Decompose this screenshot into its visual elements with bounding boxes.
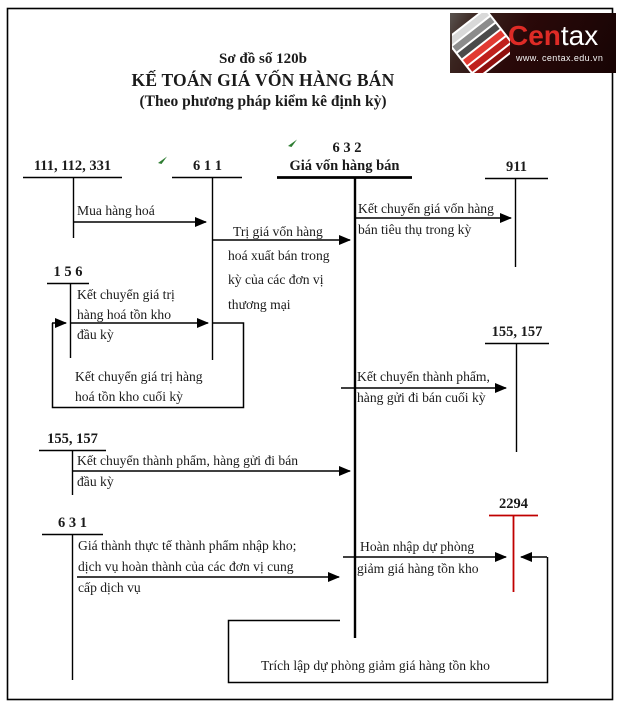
flow-label-ton-kho-cuoi-ky-1: Kết chuyển giá trị hàng — [75, 369, 203, 384]
diagram-main-title: KẾ TOÁN GIÁ VỐN HÀNG BÁN — [131, 70, 395, 90]
centax-logo-wordmark: Centax — [508, 21, 598, 51]
flow-label-mua-hang-hoa: Mua hàng hoá — [77, 203, 155, 218]
logo-stripe — [473, 43, 510, 73]
green-proofing-mark-icon — [288, 139, 297, 147]
logo-text-tax: tax — [560, 20, 599, 51]
flow-label-gia-thanh-3: cấp dịch vụ — [78, 580, 141, 595]
loop-ton-kho-cuoi-ky — [51, 322, 245, 409]
account-label-155-157-right: 155, 157 — [491, 324, 543, 340]
account-label-2294: 2294 — [499, 496, 528, 512]
flow-label-kc-gia-von-2: bán tiêu thụ trong kỳ — [358, 222, 472, 237]
flow-label-thanh-pham-dau-ky-2: đầu kỳ — [77, 474, 114, 489]
flow-label-ton-kho-dau-ky-1: Kết chuyển giá trị — [77, 287, 175, 302]
account-label-632-number: 6 3 2 — [332, 140, 362, 156]
account-label-155-157-left: 155, 157 — [47, 431, 98, 447]
account-label-632-name: Giá vốn hàng bán — [289, 158, 400, 174]
logo-mark-backdrop — [452, 13, 510, 73]
flow-label-gia-thanh-2: dịch vụ hoàn thành của các đơn vị cung — [78, 559, 294, 574]
flow-label-tri-gia-von-1: Trị giá vốn hàng — [233, 224, 323, 239]
flow-label-ton-kho-cuoi-ky-2: hoá tồn kho cuối kỳ — [75, 389, 183, 404]
account-label-611: 6 1 1 — [193, 158, 222, 174]
flow-label-thanh-pham-dau-ky-1: Kết chuyển thành phẩm, hàng gửi đi bán — [77, 453, 299, 468]
account-label-156: 1 5 6 — [53, 264, 83, 280]
diagram-subtitle: (Theo phương pháp kiểm kê định kỳ) — [139, 93, 387, 110]
logo-text-cen: Cen — [508, 20, 561, 51]
flow-label-thanh-pham-cuoi-ky-2: hàng gửi đi bán cuối kỳ — [357, 390, 486, 405]
flow-label-thanh-pham-cuoi-ky-1: Kết chuyển thành phẩm, — [357, 369, 490, 384]
flow-label-trich-lap: Trích lập dự phòng giảm giá hàng tồn kho — [261, 658, 490, 673]
diagram-number-title: Sơ đồ số 120b — [219, 51, 307, 67]
page-border — [6, 7, 614, 701]
flow-label-hoan-nhap-2: giảm giá hàng tồn kho — [357, 561, 479, 576]
flow-label-ton-kho-dau-ky-2: hàng hoá tồn kho — [77, 307, 172, 322]
logo-stripe — [457, 23, 500, 59]
flow-label-kc-gia-von-1: Kết chuyển giá vốn hàng — [358, 201, 494, 216]
centax-logo-mark-icon — [452, 13, 510, 73]
flow-label-hoan-nhap-1: Hoàn nhập dự phòng — [360, 539, 475, 554]
flow-label-tri-gia-von-2: hoá xuất bán trong — [228, 248, 330, 263]
account-label-911: 911 — [506, 159, 527, 175]
logo-stripe — [452, 13, 490, 45]
flow-label-tri-gia-von-4: thương mại — [228, 297, 291, 312]
flow-label-ton-kho-dau-ky-3: đầu kỳ — [77, 327, 114, 342]
centax-logo-website: www. centax.edu.vn — [516, 53, 604, 63]
flow-label-tri-gia-von-3: kỳ của các đơn vị — [228, 272, 324, 287]
centax-logo: Centax www. centax.edu.vn — [450, 13, 616, 73]
flow-label-gia-thanh-1: Giá thành thực tế thành phẩm nhập kho; — [78, 538, 297, 553]
loop-trich-lap-du-phong — [227, 557, 549, 684]
logo-stripe — [463, 30, 505, 66]
account-label-631: 6 3 1 — [58, 515, 87, 531]
logo-stripe — [452, 17, 495, 52]
green-proofing-mark-icon — [158, 156, 167, 164]
logo-stripe — [468, 37, 510, 72]
account-label-111-112-331: 111, 112, 331 — [33, 158, 112, 174]
